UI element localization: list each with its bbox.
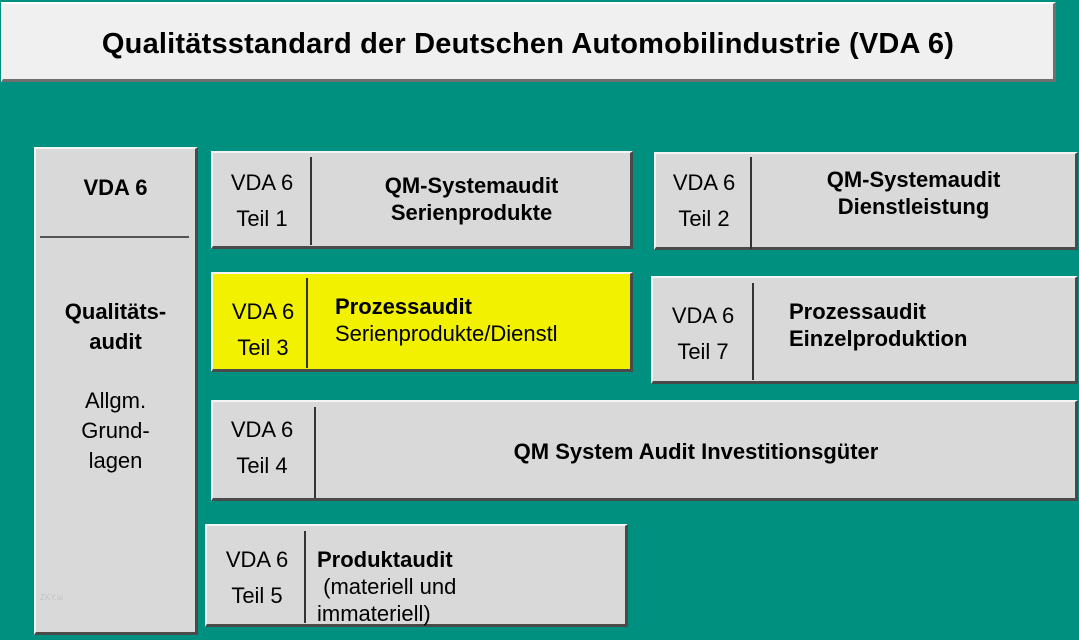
diagram-title-box: Qualitätsstandard der Deutschen Automobi…: [1, 2, 1056, 82]
part-box-teil4: VDA 6 Teil 4 QM System Audit Investition…: [211, 400, 1078, 501]
part-label-line-1: VDA 6: [231, 299, 295, 324]
part-label-teil3: VDA 6 Teil 3: [213, 294, 313, 366]
part-box-teil1: VDA 6 Teil 1 QM-Systemaudit Serienproduk…: [211, 151, 633, 249]
part-subtitle-2: immateriell): [317, 601, 431, 626]
part-desc-teil5: Produktaudit (materiell und immateriell): [317, 546, 456, 627]
grundlagen-label: Allgm. Grund- lagen: [36, 386, 195, 476]
qualitaetsaudit-line-1: Qualitäts-: [64, 299, 167, 324]
part-divider: [304, 531, 306, 623]
part-label-line-2: Teil 3: [237, 335, 289, 360]
part-subtitle: Serienprodukte/Dienstl: [335, 321, 558, 346]
part-label-teil4: VDA 6 Teil 4: [213, 412, 311, 484]
part-label-teil5: VDA 6 Teil 5: [207, 542, 307, 614]
vda6-heading: VDA 6: [83, 175, 148, 200]
heading-divider: [40, 236, 189, 238]
part-label-line-2: Teil 5: [231, 583, 283, 608]
part-divider: [750, 157, 752, 249]
part-box-teil2: VDA 6 Teil 2 QM-Systemaudit Dienstleistu…: [654, 152, 1078, 250]
part-label-teil1: VDA 6 Teil 1: [213, 165, 311, 237]
part-title: QM System Audit Investitionsgüter: [513, 439, 879, 464]
part-label-teil7: VDA 6 Teil 7: [653, 298, 753, 370]
part-divider: [306, 278, 308, 368]
part-title: QM-Systemaudit: [826, 167, 1001, 192]
part-title: Prozessaudit: [335, 294, 472, 319]
part-desc-teil2: QM-Systemaudit Dienstleistung: [752, 166, 1075, 220]
part-label-line-2: Teil 7: [677, 339, 729, 364]
part-desc-teil7: Prozessaudit Einzelproduktion: [789, 298, 967, 352]
part-label-line-2: Teil 1: [236, 206, 288, 231]
watermark: ZKY.ai: [40, 593, 63, 602]
part-label-line-1: VDA 6: [230, 170, 294, 195]
part-label-line-1: VDA 6: [225, 547, 289, 572]
part-title: Produktaudit: [317, 547, 453, 572]
part-subtitle: Dienstleistung: [837, 194, 990, 219]
part-box-teil7: VDA 6 Teil 7 Prozessaudit Einzelprodukti…: [651, 276, 1078, 384]
part-label-line-2: Teil 2: [678, 206, 730, 231]
part-box-teil3: VDA 6 Teil 3 Prozessaudit Serienprodukte…: [211, 272, 633, 372]
part-subtitle: Einzelproduktion: [789, 326, 968, 351]
grundlagen-line-1: Allgm.: [84, 388, 147, 413]
qualitaetsaudit-line-2: audit: [89, 329, 142, 354]
part-box-teil5: VDA 6 Teil 5 Produktaudit (materiell und…: [205, 524, 628, 627]
part-label-line-1: VDA 6: [230, 417, 294, 442]
part-desc-teil4: QM System Audit Investitionsgüter: [317, 438, 1075, 465]
part-label-line-2: Teil 4: [236, 453, 288, 478]
part-divider: [752, 283, 754, 380]
part-desc-teil3: Prozessaudit Serienprodukte/Dienstl: [335, 293, 558, 347]
part-subtitle: (materiell und: [317, 574, 457, 599]
part-label-teil2: VDA 6 Teil 2: [656, 165, 752, 237]
part-divider: [310, 157, 312, 245]
part-title: Prozessaudit: [789, 299, 926, 324]
part-desc-teil1: QM-Systemaudit Serienprodukte: [313, 172, 630, 226]
part-label-line-1: VDA 6: [672, 170, 736, 195]
part-title: QM-Systemaudit: [384, 173, 559, 198]
grundlagen-line-3: lagen: [88, 448, 143, 473]
qualitaetsaudit-label: Qualitäts- audit: [36, 297, 195, 357]
diagram-title: Qualitätsstandard der Deutschen Automobi…: [101, 28, 955, 60]
part-label-line-1: VDA 6: [671, 303, 735, 328]
vda6-general-column: VDA 6 Qualitäts- audit Allgm. Grund- lag…: [34, 147, 198, 635]
part-subtitle: Serienprodukte: [390, 200, 553, 225]
part-divider: [314, 407, 316, 498]
grundlagen-line-2: Grund-: [81, 418, 150, 443]
